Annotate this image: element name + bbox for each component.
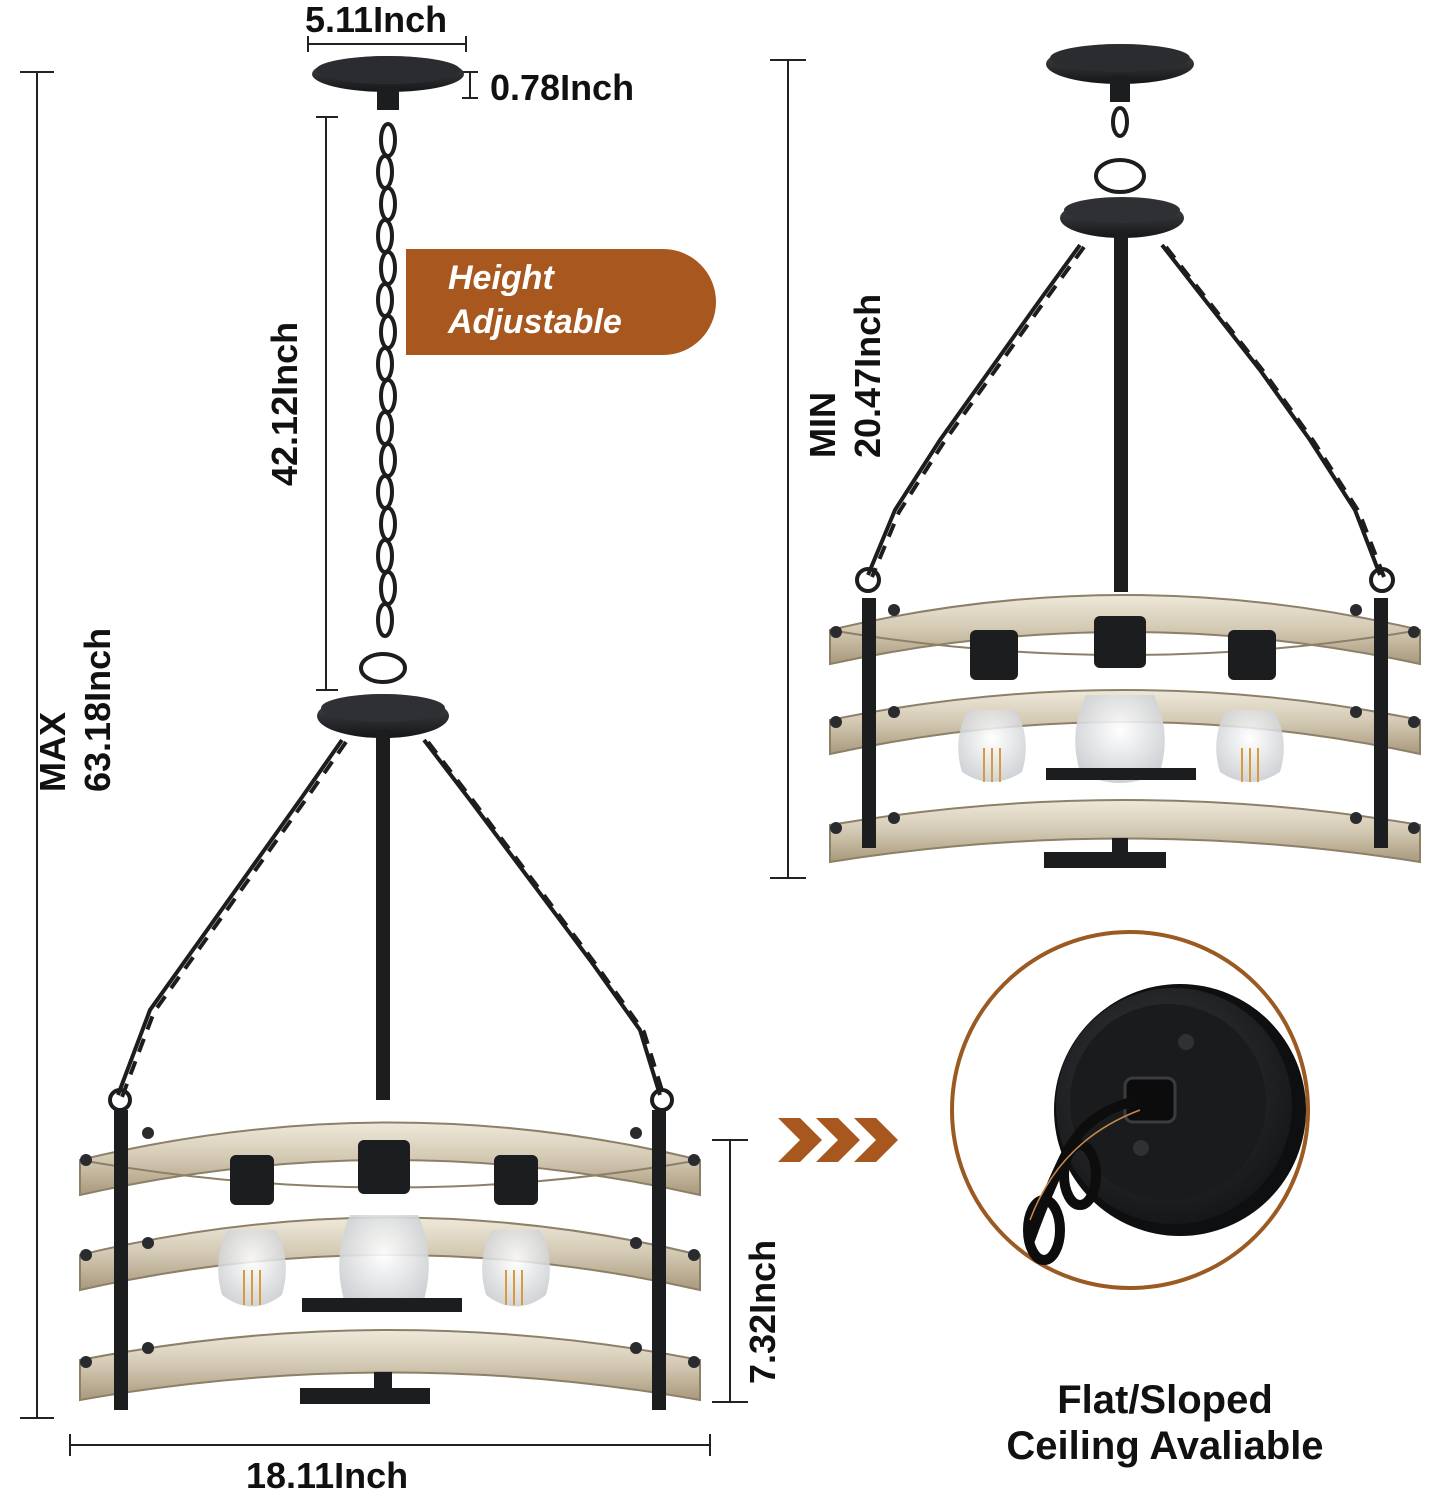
min-height-label: MIN 20.47Inch: [800, 294, 890, 458]
ceiling-note-line-2: Ceiling Avaliable: [1006, 1424, 1324, 1468]
min-label: MIN: [802, 392, 843, 458]
dimension-lines: [20, 36, 806, 1456]
min-height-value: 20.47Inch: [847, 293, 888, 458]
fixture-width-label: 18.11Inch: [246, 1455, 409, 1496]
min-height-fixture: [829, 44, 1421, 868]
max-label: MAX: [32, 712, 73, 792]
badge-line-1: Height: [448, 259, 554, 297]
ceiling-note-line-1: Flat/Sloped: [1057, 1378, 1273, 1422]
canopy-closeup: [950, 930, 1310, 1290]
max-height-value: 63.18Inch: [77, 627, 118, 792]
chain-length-label: 42.12Inch: [264, 321, 305, 486]
max-height-fixture: [79, 56, 701, 1410]
max-height-label: MAX 63.18Inch: [30, 628, 120, 792]
height-adjustable-badge: Height Adjustable: [406, 249, 716, 355]
badge-line-2: Adjustable: [448, 303, 622, 341]
fixture-height-label: 7.32Inch: [742, 1239, 783, 1384]
canopy-height-label: 0.78Inch: [490, 67, 635, 108]
canopy-width-label: 5.11Inch: [305, 0, 448, 40]
triple-chevron-right-icon: [778, 1118, 898, 1162]
